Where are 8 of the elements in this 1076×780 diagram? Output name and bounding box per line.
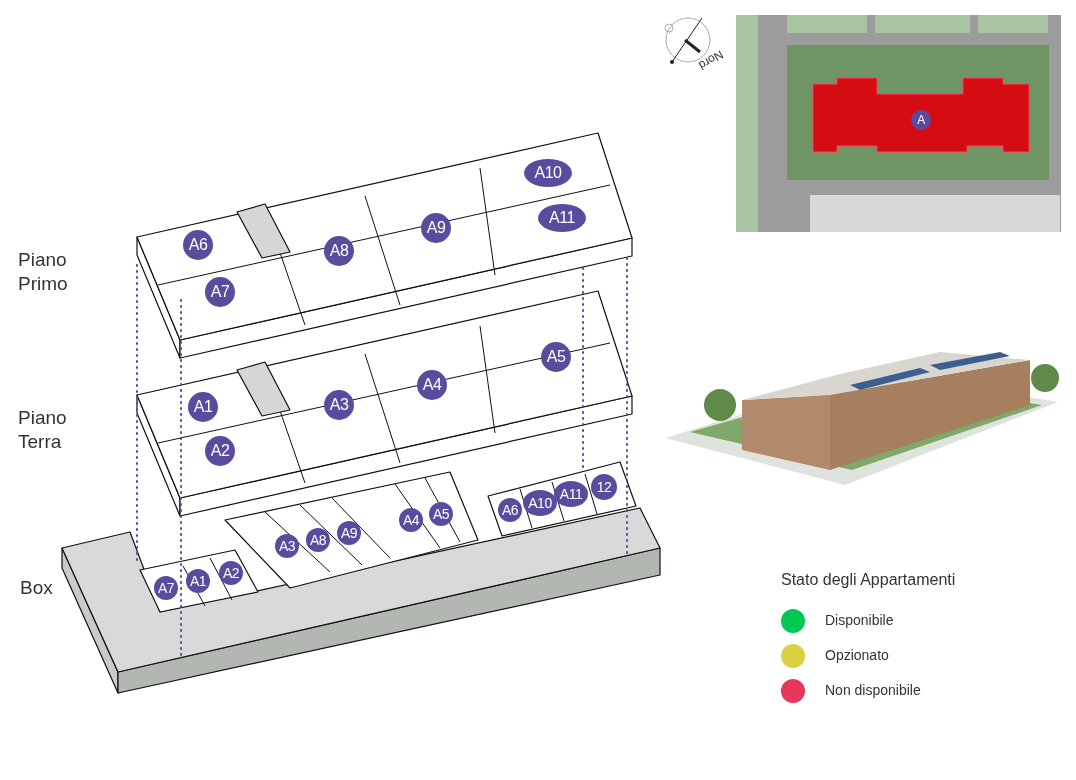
floor-label: Piano Terra xyxy=(18,406,68,454)
legend-title: Stato degli Appartamenti xyxy=(781,570,957,590)
floor-label: Box xyxy=(20,576,54,600)
floor-label: Piano Primo xyxy=(18,248,69,296)
legend-label: Opzionato xyxy=(825,647,889,663)
legend-label: Non disponibile xyxy=(825,682,921,698)
legend-label: Disponibile xyxy=(825,612,894,628)
compass-label: Nord xyxy=(695,46,727,74)
